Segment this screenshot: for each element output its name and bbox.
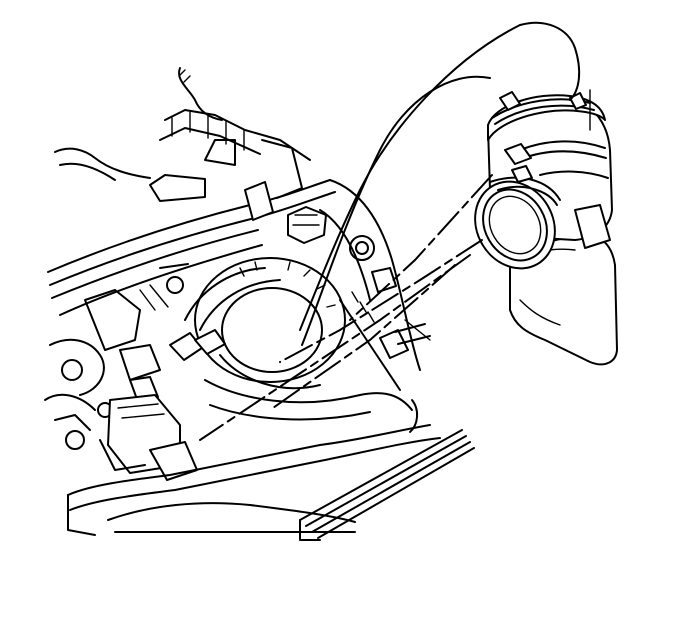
front-support — [67, 399, 475, 541]
air-intake-duct — [474, 89, 618, 366]
engine-assembly — [44, 67, 431, 481]
exploded-view-leader-lines — [199, 21, 581, 441]
